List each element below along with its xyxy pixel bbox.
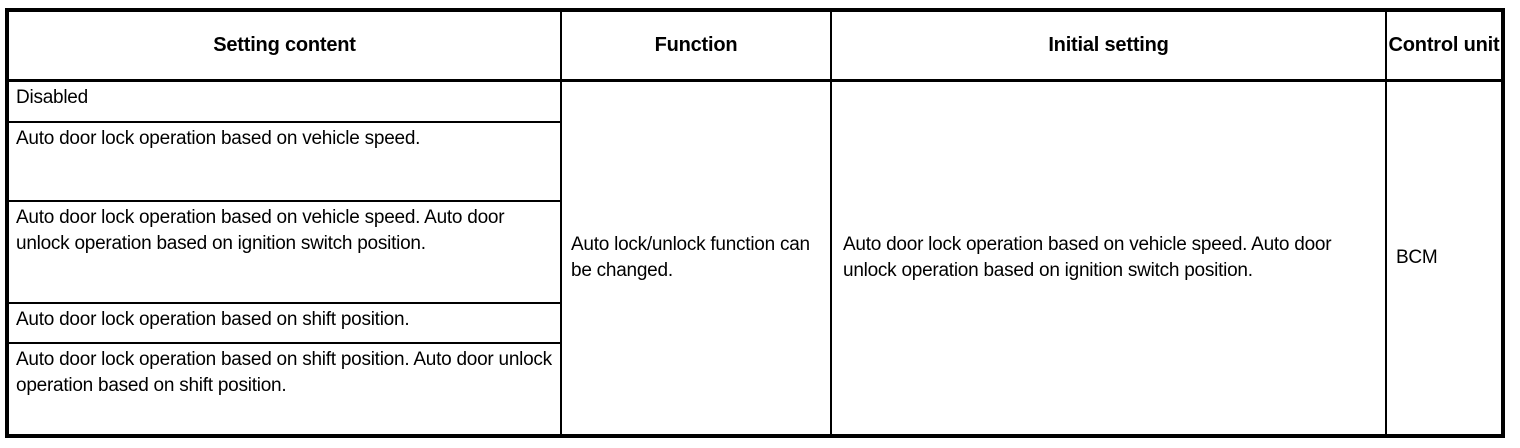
- column-header-setting-content: Setting content: [213, 34, 356, 57]
- row-divider: [9, 342, 560, 344]
- row-divider: [9, 200, 560, 202]
- column-divider-setting-function: [560, 12, 562, 434]
- cell-control-unit-text: BCM: [1396, 247, 1438, 268]
- row-divider: [9, 121, 560, 123]
- column-header-initial-setting: Initial setting: [1048, 34, 1169, 57]
- cell-function-text: Auto lock/unlock function can be changed…: [571, 234, 810, 281]
- column-header-function: Function: [654, 34, 738, 57]
- header-bottom-rule: [9, 79, 1501, 82]
- table-row: Auto door lock operation based on shift …: [16, 309, 410, 330]
- settings-specification-table: Setting content Function Initial setting…: [5, 8, 1505, 438]
- column-divider-initial-control: [1385, 12, 1387, 434]
- table-row: Auto door lock operation based on shift …: [16, 349, 552, 396]
- table-row: Auto door lock operation based on vehicl…: [16, 207, 505, 254]
- table-header-row: Setting content Function Initial setting…: [9, 12, 1501, 79]
- table-inner: Setting content Function Initial setting…: [9, 12, 1501, 434]
- column-header-control-unit: Control unit: [1388, 34, 1500, 57]
- column-divider-function-initial: [830, 12, 832, 434]
- cell-function: Auto lock/unlock function can be changed…: [562, 82, 830, 434]
- table-row: Disabled: [16, 87, 88, 108]
- cell-initial-setting-text: Auto door lock operation based on vehicl…: [843, 234, 1332, 281]
- cell-control-unit: BCM: [1387, 82, 1501, 434]
- cell-initial-setting: Auto door lock operation based on vehicl…: [832, 82, 1385, 434]
- setting-content-column: Disabled Auto door lock operation based …: [9, 82, 560, 434]
- table-row: Auto door lock operation based on vehicl…: [16, 128, 421, 149]
- row-divider: [9, 302, 560, 304]
- table-body: Disabled Auto door lock operation based …: [9, 82, 1501, 434]
